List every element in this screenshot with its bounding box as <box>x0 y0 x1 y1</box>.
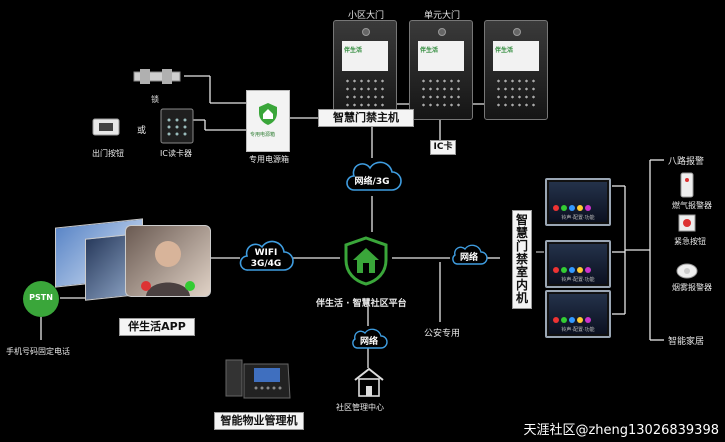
door-panel-2: 伴生活 <box>409 20 473 120</box>
shield-icon <box>259 103 277 125</box>
building-icon <box>354 367 384 397</box>
camera-icon <box>438 28 446 36</box>
platform-label: 伴生活 · 智慧社区平台 <box>316 299 407 309</box>
door-panel-title-1: 小区大门 <box>348 11 385 21</box>
door-panel-1: 伴生活 <box>333 20 397 120</box>
cloud-icon <box>239 240 294 271</box>
cloud-right-label: 网络 <box>459 253 478 263</box>
exit-button-icon <box>92 118 120 136</box>
cloud-top-label: 网络/3G <box>354 177 390 187</box>
wifi-cloud-label: WIFI 3G/4G <box>250 248 282 269</box>
monitor-text: 铃声·配置·功能 <box>561 277 595 283</box>
door-panel-3: 伴生活 <box>484 20 548 120</box>
alarm-label-1: 燃气报警器 <box>672 201 712 210</box>
power-box-label: 专用电源箱 <box>249 155 289 164</box>
app-phones <box>55 215 215 305</box>
alarm-label-3: 烟雾报警器 <box>672 283 712 292</box>
smart-home-label: 智能家居 <box>668 337 705 347</box>
cloud-icon <box>346 161 402 191</box>
management-phone-label: 智能物业管理机 <box>214 412 304 430</box>
person-icon <box>141 241 195 296</box>
camera-icon <box>513 28 521 36</box>
exit-button-label: 出门按钮 <box>92 149 124 158</box>
network-cloud-top: 网络/3G <box>342 160 402 196</box>
alarm-title: 八路报警 <box>668 157 705 167</box>
app-screen-video <box>125 225 211 297</box>
cloud-bottom-label: 网络 <box>359 337 378 347</box>
cloud-icon <box>352 328 388 349</box>
public-use-label: 公安专用 <box>424 329 461 339</box>
alarm-label-2: 紧急按钮 <box>674 237 706 246</box>
emergency-button-icon <box>678 214 696 232</box>
door-panel-brand: 伴生活 <box>420 47 439 54</box>
ic-reader-label: IC读卡器 <box>160 149 192 158</box>
desk-phone-icon <box>225 359 291 399</box>
cloud-icon <box>452 244 488 265</box>
indoor-unit-label: 智慧门禁室内机 <box>512 210 532 309</box>
smoke-alarm-icon <box>676 263 698 279</box>
ic-card-label: IC卡 <box>430 140 456 155</box>
monitor-text: 铃声·配置·功能 <box>561 327 595 333</box>
indoor-monitor-2: 铃声·配置·功能 <box>545 240 611 288</box>
ic-reader-icon <box>160 108 194 144</box>
indoor-monitor-3: 铃声·配置·功能 <box>545 290 611 338</box>
pstn-label: PSTN <box>29 293 53 302</box>
network-cloud-bottom: 网络 <box>350 324 388 352</box>
keypad <box>344 77 386 111</box>
platform-shield-icon <box>344 236 388 286</box>
lock-label: 锁 <box>151 95 159 104</box>
wifi-cloud: WIFI 3G/4G <box>238 236 294 276</box>
pstn-icon: PSTN <box>23 281 59 317</box>
or-label: 或 <box>137 126 147 136</box>
door-panel-title-2: 单元大门 <box>424 11 461 21</box>
door-panel-brand: 伴生活 <box>344 47 363 54</box>
lock-icon <box>133 69 181 84</box>
phone-label: 手机号码固定电话 <box>6 347 70 356</box>
monitor-text: 铃声·配置·功能 <box>561 215 595 221</box>
community-center-label: 社区管理中心 <box>336 403 384 412</box>
power-box: 专用电源箱 <box>246 90 290 152</box>
main-unit-label: 智慧门禁主机 <box>318 109 414 127</box>
door-panel-brand: 伴生活 <box>495 47 514 54</box>
network-cloud-right: 网络 <box>450 240 488 268</box>
app-label: 伴生活APP <box>119 318 195 336</box>
keypad <box>495 77 537 111</box>
keypad <box>420 77 462 111</box>
watermark: 天涯社区@zheng13026839398 <box>523 423 719 438</box>
indoor-monitor-1: 铃声·配置·功能 <box>545 178 611 226</box>
camera-icon <box>362 28 370 36</box>
gas-alarm-icon <box>680 172 694 198</box>
power-box-brand: 专用电源箱 <box>250 132 276 138</box>
